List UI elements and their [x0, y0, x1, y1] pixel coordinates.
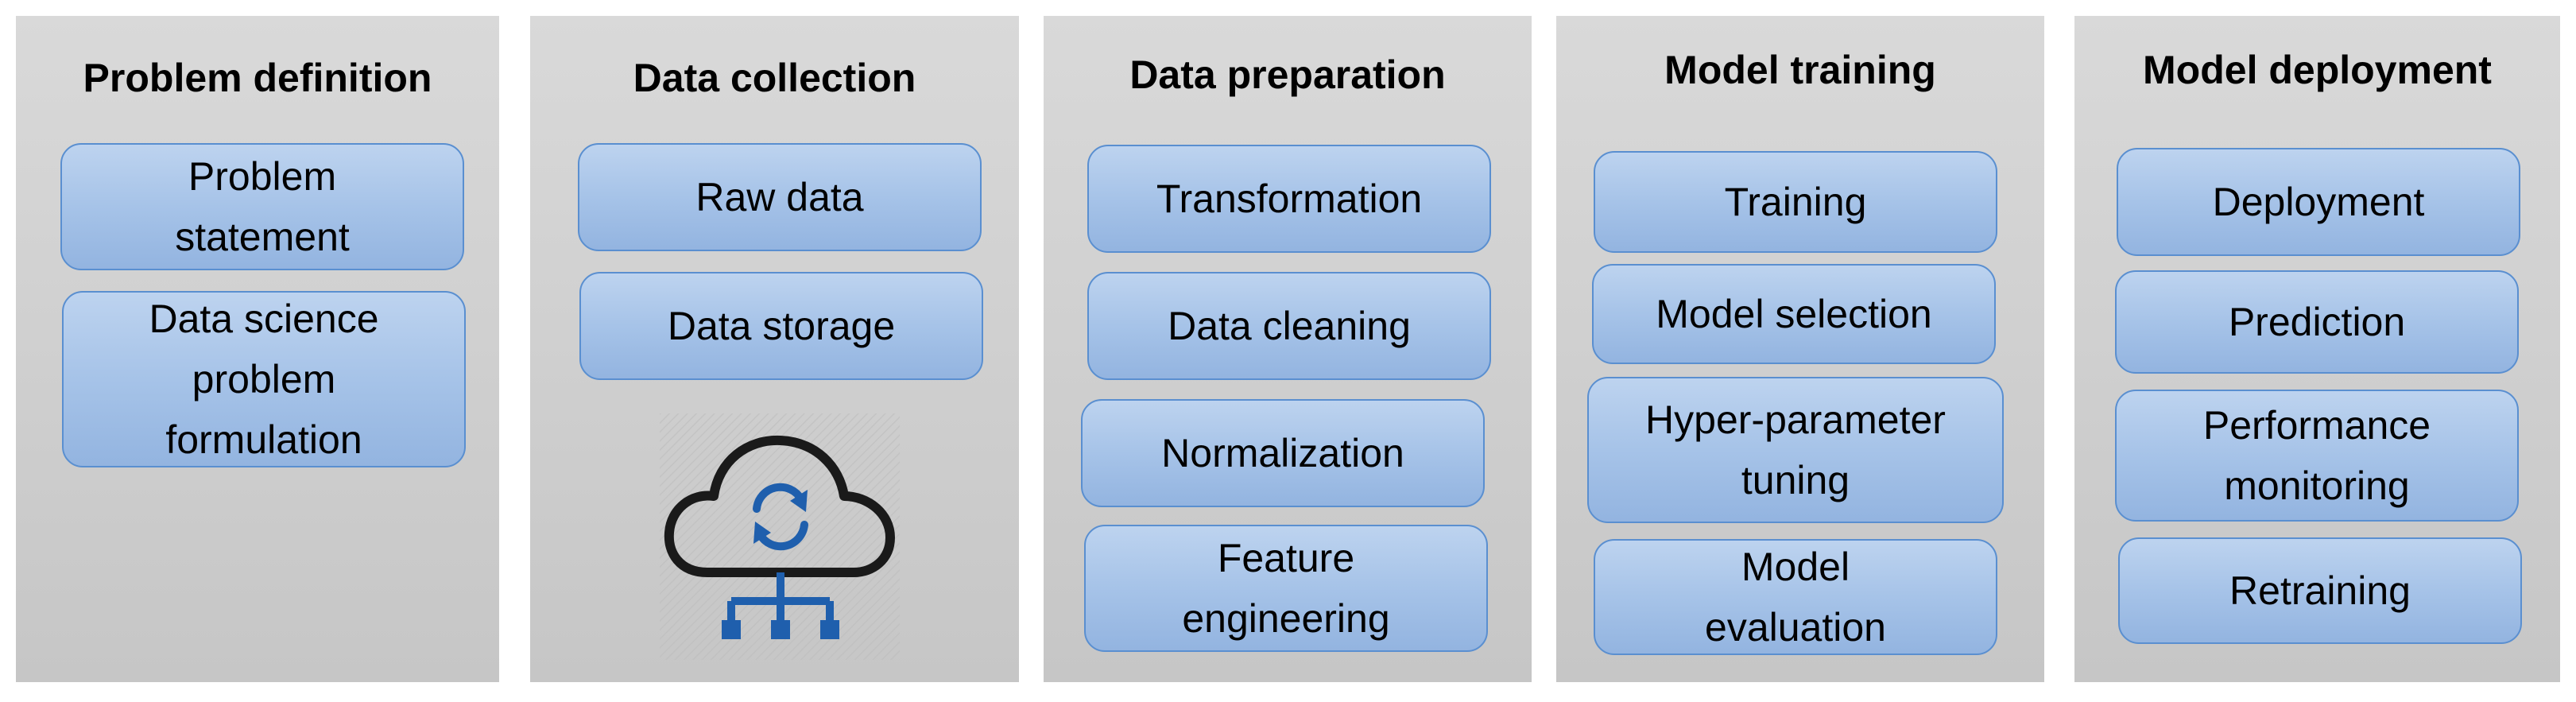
stage-title: Data preparation [1129, 52, 1446, 97]
step-training: Training [1594, 151, 1997, 253]
step-label: Raw data [695, 175, 864, 219]
step-label: Deployment [2212, 180, 2425, 224]
cloud-sync-icon [660, 413, 900, 660]
step-label: Retraining [2229, 568, 2411, 613]
stage-data-collection: Data collection Raw data Data storage [530, 16, 1019, 682]
step-feature-engineering: Feature engineering [1084, 525, 1488, 652]
step-label: Model selection [1656, 292, 1932, 336]
step-label: Performance monitoring [2202, 403, 2431, 508]
step-prediction: Prediction [2115, 270, 2519, 374]
step-label: Feature engineering [1182, 536, 1390, 641]
step-problem-statement: Problem statement [60, 143, 464, 270]
stage-title: Data collection [633, 56, 916, 100]
step-label: Data cleaning [1168, 304, 1411, 348]
step-label: Normalization [1161, 431, 1404, 475]
step-model-selection: Model selection [1592, 264, 1996, 364]
stage-model-deployment: Model deployment Deployment Prediction P… [2074, 16, 2560, 682]
step-label: Prediction [2228, 300, 2406, 344]
step-label: Training [1724, 180, 1867, 224]
stage-data-preparation: Data preparation Transformation Data cle… [1044, 16, 1532, 682]
stage-title: Model deployment [2143, 48, 2492, 92]
step-transformation: Transformation [1087, 145, 1491, 253]
step-label: Data storage [667, 304, 896, 348]
stage-model-training: Model training Training Model selection … [1556, 16, 2044, 682]
stage-problem-definition: Problem definition Problem statement Dat… [16, 16, 499, 682]
stage-title: Problem definition [83, 56, 432, 100]
step-label: Data science problem formulation [149, 297, 379, 462]
step-performance-monitoring: Performance monitoring [2115, 390, 2519, 522]
step-data-cleaning: Data cleaning [1087, 272, 1491, 380]
step-label: Transformation [1156, 176, 1423, 221]
step-data-storage: Data storage [579, 272, 983, 380]
stage-title: Model training [1664, 48, 1936, 92]
step-data-science-problem-formulation: Data science problem formulation [62, 291, 466, 467]
step-label: Problem statement [175, 154, 350, 259]
step-label: Hyper-parameter tuning [1645, 398, 1946, 502]
step-retraining: Retraining [2118, 537, 2522, 644]
step-label: Model evaluation [1705, 545, 1886, 650]
step-normalization: Normalization [1081, 399, 1485, 507]
step-raw-data: Raw data [578, 143, 982, 251]
step-hyper-parameter-tuning: Hyper-parameter tuning [1587, 377, 2004, 523]
step-model-evaluation: Model evaluation [1594, 539, 1997, 655]
step-deployment: Deployment [2117, 148, 2520, 256]
